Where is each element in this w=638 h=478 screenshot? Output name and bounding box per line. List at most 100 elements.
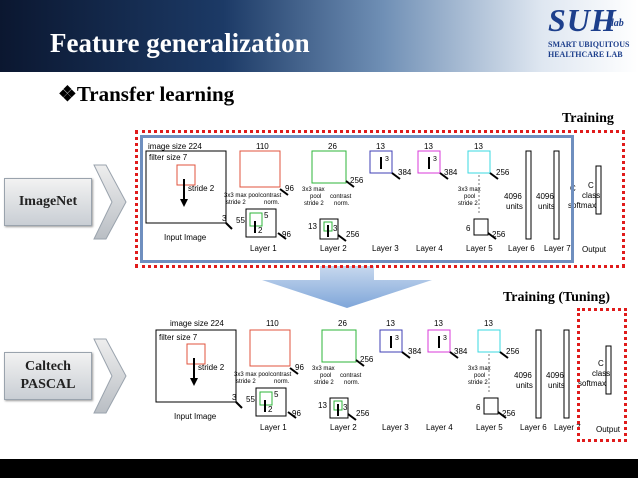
layer7-4096: 4096	[536, 192, 554, 201]
logo-line-1: SMART UBIQUITOUS	[548, 40, 630, 49]
layer7-units: units	[548, 381, 565, 390]
layer2-stride: stride 2	[314, 380, 334, 386]
layer2-contrast: contrast	[330, 194, 352, 200]
layer5-6: 6	[476, 403, 481, 412]
network-diagram-tuning: image size 224 filter size 7 stride 2 3 …	[155, 319, 581, 432]
output-column-bottom: C class softmax Output	[578, 345, 621, 434]
layer2-size: 26	[328, 142, 337, 151]
layer3-size: 13	[386, 319, 395, 328]
layer5-channels: 256	[496, 168, 510, 177]
layer1-label: Layer 1	[250, 244, 277, 253]
imagenet-label: ImageNet	[18, 194, 78, 209]
layer5-maxpool: 3x3 max	[458, 187, 481, 193]
layer7-4096: 4096	[546, 371, 564, 380]
layer7-block: 4096 units Layer 7	[536, 150, 571, 253]
chevron-right-icon	[93, 338, 127, 414]
layer2-block: 26 256 3x3 max pool stride 2 contrast no…	[312, 319, 374, 432]
layer3-channels: 384	[408, 347, 422, 356]
network-diagram-training: image size 224 filter size 7 stride 2 3 …	[145, 142, 576, 253]
input-channels: 3	[232, 393, 237, 402]
bullet-text: Transfer learning	[76, 82, 235, 106]
layer2-pool: pool	[310, 194, 321, 200]
layer6-block: 4096 units Layer 6	[514, 329, 547, 432]
layer1-contrast-norm: norm.	[264, 200, 280, 206]
output-class: class	[592, 369, 610, 378]
input-image-label: Input Image	[174, 412, 217, 421]
layer7-label: Layer 7	[544, 244, 571, 253]
layer2-256b: 256	[346, 230, 360, 239]
layer1-55: 55	[236, 216, 245, 225]
layer1-55: 55	[246, 395, 255, 404]
output-label: Output	[582, 245, 607, 254]
layer1-2: 2	[268, 405, 273, 414]
training-dotted-box	[135, 130, 625, 268]
logo-lab-text: lab	[611, 18, 624, 29]
layer4-block: 13 3 384 Layer 4	[416, 142, 458, 253]
output-softmax: softmax	[578, 379, 606, 388]
output-softmax: softmax	[568, 201, 596, 210]
layer5-pool: pool	[474, 373, 485, 379]
layer2-norm: norm.	[334, 201, 350, 207]
layer2-label: Layer 2	[330, 423, 357, 432]
layer1-5: 5	[274, 390, 279, 399]
logo-mark: SUH	[548, 2, 617, 38]
input-image-block: image size 224 filter size 7 stride 2 3 …	[145, 142, 233, 242]
layer7-block: 4096 units Layer 7	[546, 329, 581, 432]
suh-lab-logo: SUH lab SMART UBIQUITOUS HEALTHCARE LAB	[548, 4, 634, 64]
layer2-3: 3	[343, 403, 348, 412]
filter-size-text: filter size 7	[159, 333, 198, 342]
layer5-label: Layer 5	[466, 244, 493, 253]
layer4-label: Layer 4	[416, 244, 443, 253]
layer2-maxpool: 3x3 max	[312, 366, 335, 372]
input-channels: 3	[222, 214, 227, 223]
layer5-block: 13 256 3x3 max pool stride 2 6 256 Layer…	[458, 142, 510, 253]
layer2-13: 13	[308, 222, 317, 231]
layer1-channels: 96	[285, 184, 294, 193]
layer1-maxpool: 3x3 max pool	[234, 372, 270, 378]
layer1-maxpool-stride: stride 2	[236, 379, 256, 385]
layer2-label: Layer 2	[320, 244, 347, 253]
layer6-block: 4096 units Layer 6	[504, 150, 535, 253]
layer3-label: Layer 3	[372, 244, 399, 253]
layer5-stride: stride 2	[468, 380, 488, 386]
output-column-top: C class softmax Output	[568, 165, 607, 254]
stride-text: stride 2	[188, 184, 215, 193]
filter-size-text: filter size 7	[149, 153, 188, 162]
layer5-size: 13	[474, 142, 483, 151]
layer2-channels: 256	[360, 355, 374, 364]
input-image-label: Input Image	[164, 233, 207, 242]
layer4-block: 13 3 384 Layer 4	[426, 319, 468, 432]
image-size-text: image size 224	[170, 319, 224, 328]
imagenet-box: ImageNet	[4, 178, 92, 226]
layer5-size: 13	[484, 319, 493, 328]
bullet-diamond-icon: ❖	[58, 82, 77, 106]
caltech-pascal-box: Caltech PASCAL	[4, 352, 92, 400]
layer3-3: 3	[395, 335, 399, 342]
layer3-size: 13	[376, 142, 385, 151]
layer1-size: 110	[256, 142, 269, 151]
input-image-block: image size 224 filter size 7 stride 2 3 …	[155, 319, 243, 421]
layer2-maxpool: 3x3 max	[302, 187, 325, 193]
stride-text: stride 2	[198, 363, 225, 372]
layer3-block: 13 3 384 Layer 3	[379, 319, 422, 432]
output-class: class	[582, 191, 600, 200]
layer1-block: 110 96 3x3 max pool stride 2 contrast no…	[224, 142, 294, 253]
layer2-block: 26 256 3x3 max pool stride 2 contrast no…	[302, 142, 364, 253]
slide-header	[0, 0, 638, 72]
transfer-down-arrow-icon	[262, 266, 432, 308]
pascal-label: PASCAL	[20, 377, 76, 392]
layer2-13: 13	[318, 401, 327, 410]
layer1-maxpool-stride: stride 2	[226, 200, 246, 206]
layer1-label: Layer 1	[260, 423, 287, 432]
layer5-block: 13 256 3x3 max pool stride 2 6 256 Layer…	[468, 319, 520, 432]
layer2-stride: stride 2	[304, 201, 324, 207]
layer6-label: Layer 6	[508, 244, 535, 253]
layer5-stride: stride 2	[458, 201, 478, 207]
layer5-256b: 256	[492, 230, 506, 239]
layer1-contrast: contrast	[270, 372, 292, 378]
layer1-channels: 96	[295, 363, 304, 372]
layer1-5: 5	[264, 211, 269, 220]
layer4-size: 13	[424, 142, 433, 151]
slide-title: Feature generalization	[50, 28, 310, 58]
layer6-units: units	[516, 381, 533, 390]
